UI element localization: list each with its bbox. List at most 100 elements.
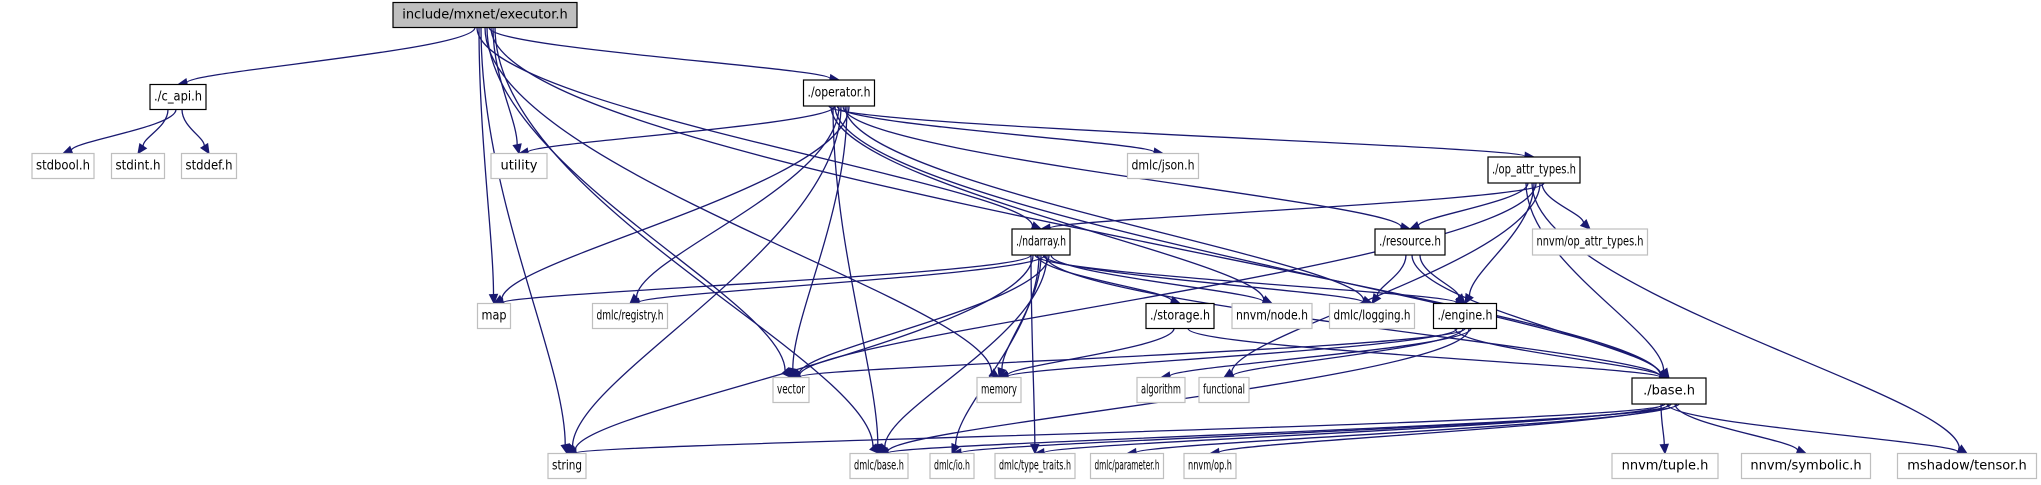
node-box[interactable]: [392, 1, 578, 29]
node-box: [1896, 452, 2038, 480]
edge-line: [494, 27, 874, 447]
node-box: [180, 152, 238, 180]
arrowhead-icon: [512, 143, 522, 155]
node-mshadow-tensor: mshadow/tensor.h: [1896, 452, 2038, 480]
edge-line: [1674, 403, 1799, 451]
node-algorithm: algorithm: [1136, 376, 1186, 404]
node-label: dmlc/parameter.h: [1095, 459, 1160, 474]
edge-line: [492, 27, 518, 145]
arrowhead-icon: [1455, 293, 1466, 305]
node-memory: memory: [976, 376, 1022, 404]
node-box: [1531, 228, 1649, 256]
edge-engine-to-vector: [789, 327, 1466, 382]
node-box: [1089, 452, 1165, 480]
edge-line: [1036, 254, 1173, 302]
edge-line: [484, 27, 993, 373]
node-box: [1198, 376, 1250, 404]
edge-c-api-to-stddef: [181, 109, 210, 155]
node-label: mshadow/tensor.h: [1907, 459, 2026, 474]
edge-line: [1531, 182, 1961, 449]
node-box: [1126, 152, 1200, 180]
edge-operator-to-map: [492, 105, 850, 305]
node-label: dmlc/registry.h: [597, 309, 664, 324]
node-box[interactable]: [1487, 156, 1581, 184]
node-stdbool: stdbool.h: [31, 152, 95, 180]
edge-line: [887, 403, 1680, 454]
node-executor[interactable]: include/mxnet/executor.h: [392, 1, 578, 29]
edge-ndarray-to-dmlc-io: [951, 254, 1040, 455]
node-stddef: stddef.h: [180, 152, 238, 180]
node-operator[interactable]: ./operator.h: [802, 79, 876, 107]
node-box[interactable]: [1011, 228, 1071, 256]
node-dmlc-type-traits: dmlc/type_traits.h: [994, 452, 1076, 480]
edge-engine-to-algorithm: [1159, 327, 1472, 381]
node-dmlc-json: dmlc/json.h: [1126, 152, 1200, 180]
edge-line: [1666, 403, 1959, 453]
node-label: vector: [777, 383, 805, 398]
node-label: ./ndarray.h: [1016, 235, 1066, 250]
node-c-api[interactable]: ./c_api.h: [149, 83, 207, 111]
node-box[interactable]: [1631, 377, 1707, 405]
edge-line: [1411, 254, 1662, 375]
node-nnvm-symbolic: nnvm/symbolic.h: [1740, 452, 1872, 480]
edge-op-attr-types-to-resource: [1408, 182, 1529, 230]
node-label: map: [482, 309, 507, 324]
node-box[interactable]: [1432, 302, 1498, 330]
node-label: ./base.h: [1643, 384, 1695, 399]
node-box: [476, 302, 512, 330]
edge-line: [792, 105, 848, 369]
arrowhead-icon: [997, 366, 1007, 379]
node-storage[interactable]: ./storage.h: [1145, 302, 1215, 330]
edge-line: [478, 27, 495, 295]
arrowhead-icon: [61, 145, 74, 155]
node-base[interactable]: ./base.h: [1631, 377, 1707, 405]
edge-line: [1660, 403, 1665, 445]
node-label: ./op_attr_types.h: [1492, 163, 1576, 178]
node-engine[interactable]: ./engine.h: [1432, 302, 1498, 330]
node-label: ./storage.h: [1150, 309, 1210, 324]
edge-line: [799, 327, 1466, 378]
node-nnvm-op-attr-types: nnvm/op_attr_types.h: [1531, 228, 1649, 256]
node-nnvm-op: nnvm/op.h: [1183, 452, 1237, 480]
edge-executor-to-utility: [492, 27, 522, 155]
edge-line: [884, 254, 1048, 447]
edge-line: [574, 254, 1034, 451]
node-label: nnvm/symbolic.h: [1750, 459, 1861, 474]
edge-line: [501, 105, 850, 300]
edge-op-attr-types-to-nnvm-op-attr-types: [1541, 182, 1591, 230]
node-dmlc-logging: dmlc/logging.h: [1328, 302, 1416, 330]
node-map: map: [476, 302, 512, 330]
edge-line: [1187, 327, 1661, 378]
node-box: [976, 376, 1022, 404]
node-nnvm-node: nnvm/node.h: [1231, 302, 1313, 330]
node-op-attr-types[interactable]: ./op_attr_types.h: [1487, 156, 1581, 184]
node-box[interactable]: [1374, 228, 1446, 256]
edge-line: [70, 109, 177, 151]
edge-operator-to-vector: [788, 105, 848, 379]
node-label: nnvm/op_attr_types.h: [1537, 235, 1644, 250]
node-vector: vector: [772, 376, 810, 404]
edge-executor-to-memory: [484, 27, 1001, 379]
edge-line: [490, 27, 1662, 376]
node-label: nnvm/op.h: [1188, 459, 1232, 474]
edge-line: [842, 105, 1402, 228]
edge-line: [638, 254, 1046, 304]
node-label: nnvm/tuple.h: [1622, 459, 1709, 474]
node-resource[interactable]: ./resource.h: [1374, 228, 1446, 256]
edge-line: [828, 105, 1526, 157]
node-stdint: stdint.h: [110, 152, 166, 180]
node-dmlc-registry: dmlc/registry.h: [591, 302, 669, 330]
node-box: [1136, 376, 1186, 404]
node-box[interactable]: [149, 83, 207, 111]
edge-base-to-dmlc-parameter: [1125, 403, 1678, 458]
node-box[interactable]: [1145, 302, 1215, 330]
node-box[interactable]: [802, 79, 876, 107]
node-ndarray[interactable]: ./ndarray.h: [1011, 228, 1071, 256]
node-label: algorithm: [1141, 383, 1181, 398]
node-label: stdbool.h: [36, 159, 90, 174]
edge-line: [1007, 327, 1458, 378]
node-dmlc-io: dmlc/io.h: [929, 452, 975, 480]
node-box: [1231, 302, 1313, 330]
node-dmlc-base: dmlc/base.h: [849, 452, 909, 480]
